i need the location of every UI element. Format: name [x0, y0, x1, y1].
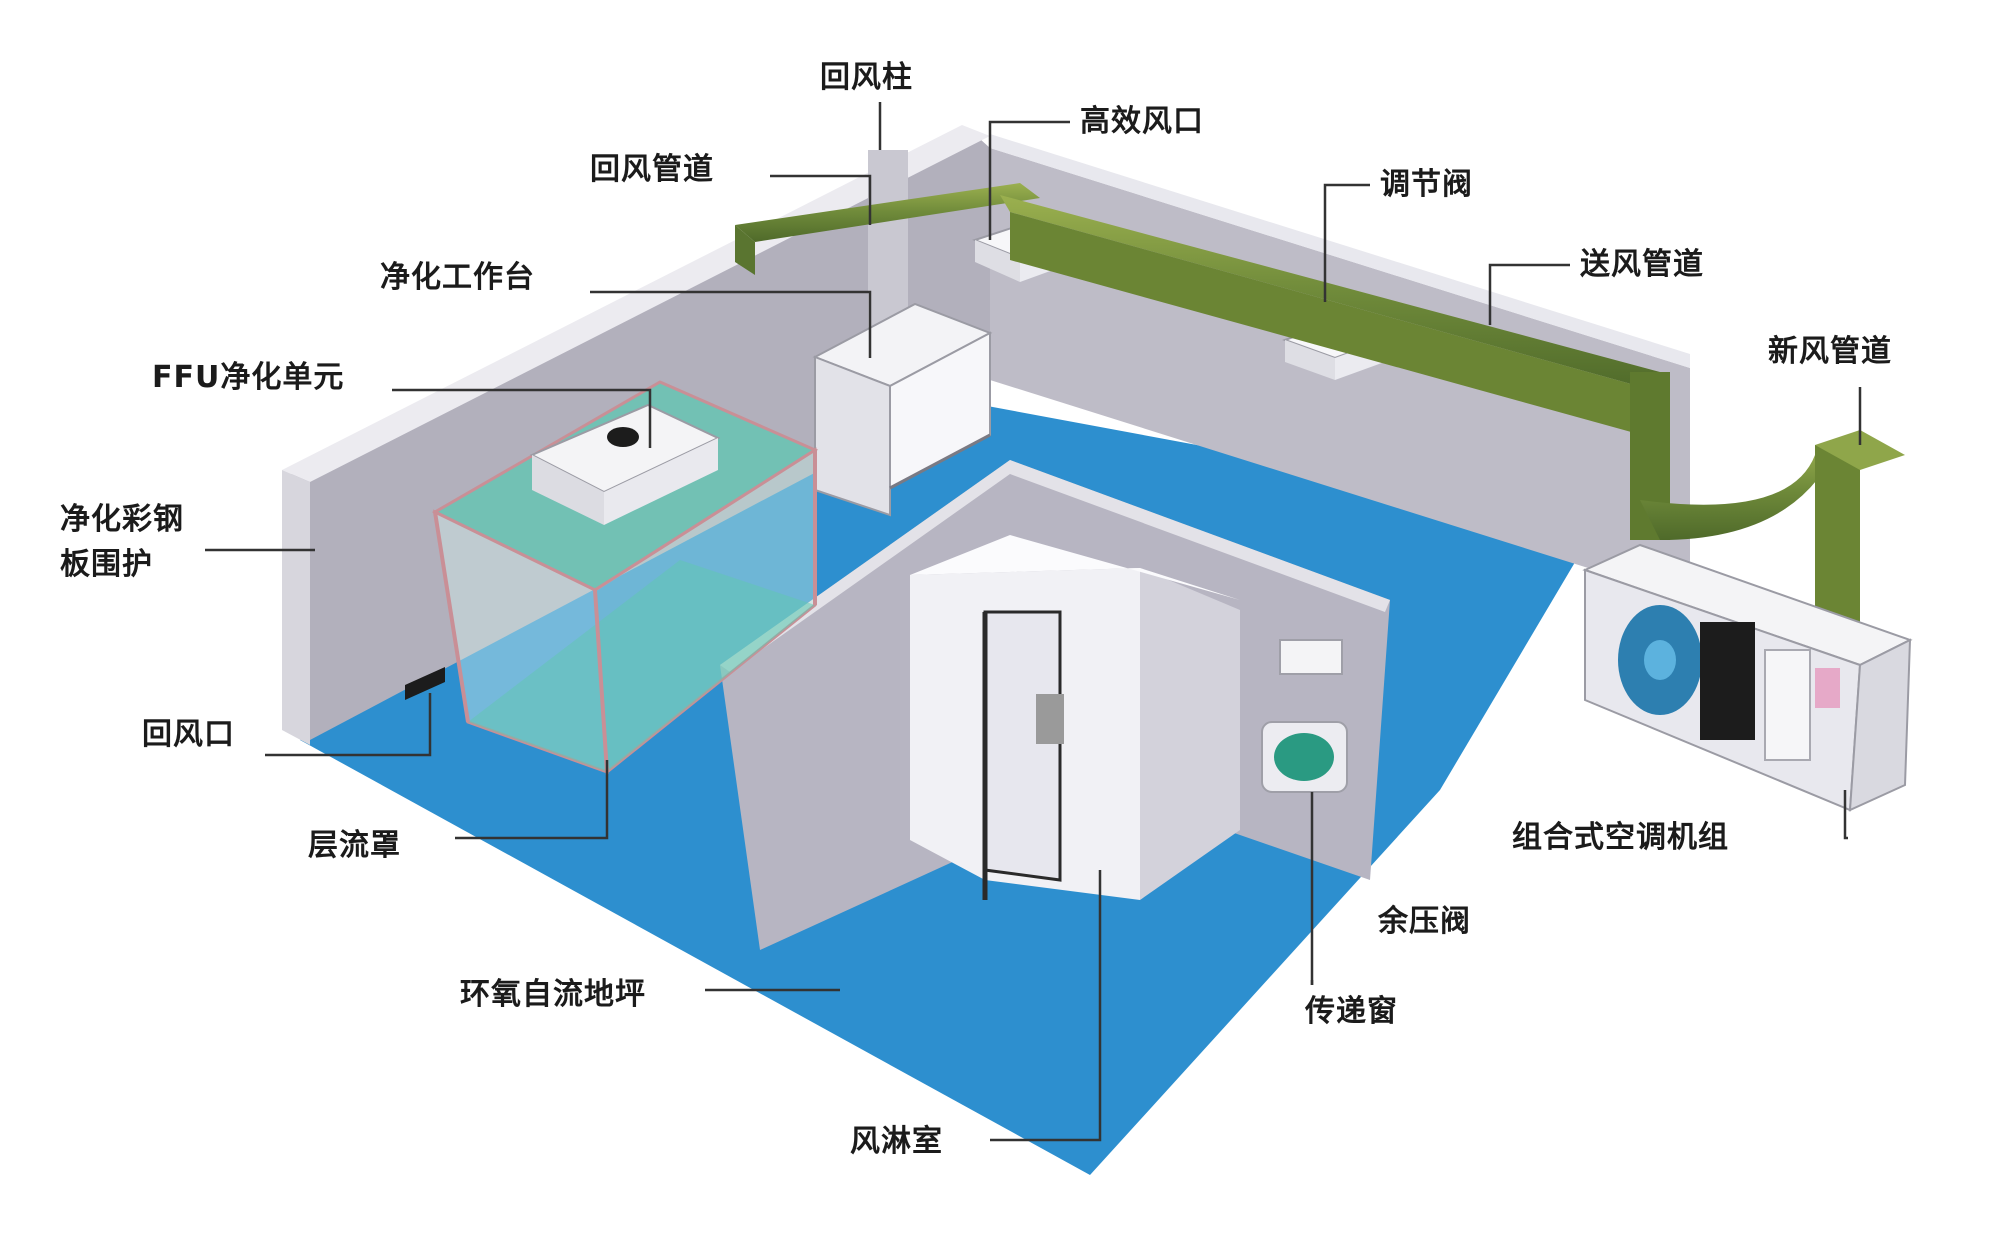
- back-wall-top: [990, 134, 1690, 368]
- label-ffu-unit: FFU净化单元: [152, 360, 345, 395]
- supply-air-duct-front: [1010, 212, 1660, 440]
- return-air-duct: [735, 183, 1040, 242]
- fresh-air-duct-top: [1815, 430, 1905, 470]
- leader-ffu-unit: [392, 388, 652, 448]
- label-return-air-outlet: 回风口: [142, 717, 235, 752]
- return-air-outlet: [405, 667, 445, 700]
- leader-air-shower: [990, 870, 1102, 1142]
- leader-hepa-outlet: [988, 120, 1070, 240]
- fresh-air-duct: [1640, 440, 1840, 540]
- leader-return-air-duct: [770, 174, 872, 225]
- left-wall-end: [282, 470, 310, 745]
- return-air-duct-drop: [735, 225, 755, 275]
- supply-air-duct-riser: [1630, 372, 1670, 540]
- label-return-air-column: 回风柱: [820, 60, 913, 95]
- label-regulating-valve: 调节阀: [1380, 167, 1473, 202]
- leader-return-air-outlet: [265, 693, 432, 757]
- fresh-air-duct-riser: [1815, 445, 1860, 630]
- label-air-shower: 风淋室: [850, 1124, 943, 1159]
- label-fresh-air-duct: 新风管道: [1768, 334, 1892, 369]
- ffu-unit: [529, 403, 721, 525]
- label-clean-bench: 净化工作台: [380, 260, 535, 295]
- supply-air-duct: [1000, 195, 1660, 392]
- label-return-air-duct: 回风管道: [590, 152, 714, 187]
- pressure-relief-valve: [1279, 639, 1343, 675]
- ahu: [1582, 543, 1913, 812]
- air-shower-room: [910, 535, 1240, 900]
- leader-ahu: [1843, 790, 1848, 840]
- leader-supply-air-duct: [1488, 263, 1570, 325]
- label-pressure-relief-valve: 余压阀: [1378, 904, 1471, 939]
- label-epoxy-floor: 环氧自流地坪: [460, 977, 646, 1012]
- label-panel-wall-line1: 净化彩钢: [60, 502, 184, 537]
- label-ahu: 组合式空调机组: [1512, 820, 1729, 855]
- pass-box: [1261, 721, 1348, 793]
- clean-bench: [812, 302, 993, 517]
- label-supply-air-duct: 送风管道: [1580, 247, 1704, 282]
- label-panel-wall-line2: 板围护: [60, 547, 153, 582]
- leader-lines: [205, 102, 1862, 1142]
- label-laminar-hood: 层流罩: [308, 828, 401, 863]
- label-pass-box: 传递窗: [1305, 994, 1398, 1029]
- leader-clean-bench: [590, 290, 872, 358]
- leader-laminar-hood: [455, 760, 609, 840]
- leader-regulating-valve: [1323, 183, 1370, 302]
- label-hepa-outlet: 高效风口: [1080, 104, 1204, 139]
